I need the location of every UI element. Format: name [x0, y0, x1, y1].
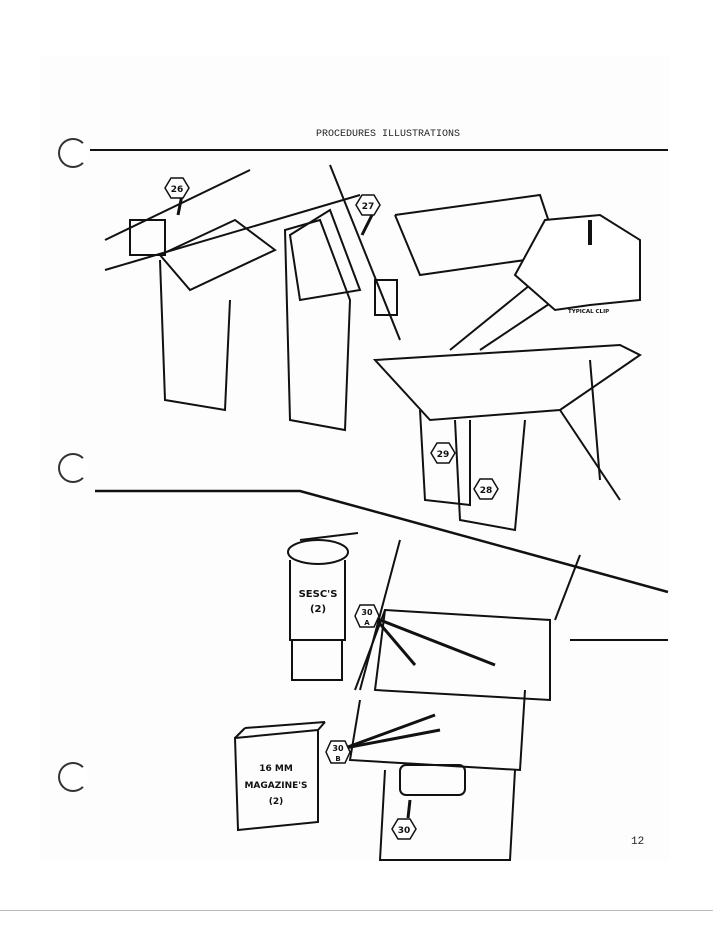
section-divider — [95, 489, 669, 594]
callout-30: 30 — [398, 826, 411, 836]
callout-30b: 30 — [332, 744, 344, 753]
sesc-container-illustration — [287, 532, 359, 681]
binder-hole — [58, 762, 88, 792]
magazine-label-line2: MAGAZINE'S — [244, 781, 307, 791]
callout-hexes — [164, 177, 499, 840]
bag-rail-illustration — [104, 169, 398, 432]
header-rule — [90, 149, 668, 151]
page-number: 12 — [631, 836, 645, 848]
sesc-qty: (2) — [310, 604, 326, 615]
magazine-qty: (2) — [269, 797, 284, 807]
rack-illustration — [329, 164, 642, 532]
binder-hole — [58, 138, 88, 168]
callout-29: 29 — [437, 450, 450, 460]
bag-frame-illustration — [348, 539, 668, 861]
magazine-box-illustration — [233, 721, 326, 832]
typical-clip-label: TYPICAL CLIP — [568, 309, 609, 315]
callout-27: 27 — [362, 202, 375, 212]
callout-30a: 30 — [361, 608, 373, 617]
sesc-label: SESC'S — [299, 589, 338, 600]
binder-hole — [58, 453, 88, 483]
magazine-label-line1: 16 MM — [259, 764, 293, 774]
callout-28: 28 — [480, 486, 493, 496]
callout-30b-sub: B — [335, 755, 340, 763]
callout-26: 26 — [171, 185, 184, 195]
page-header: PROCEDURES ILLUSTRATIONS — [316, 129, 461, 140]
pointer-arrows — [176, 194, 496, 819]
scan-edge — [0, 910, 713, 911]
callout-30a-sub: A — [364, 619, 370, 627]
